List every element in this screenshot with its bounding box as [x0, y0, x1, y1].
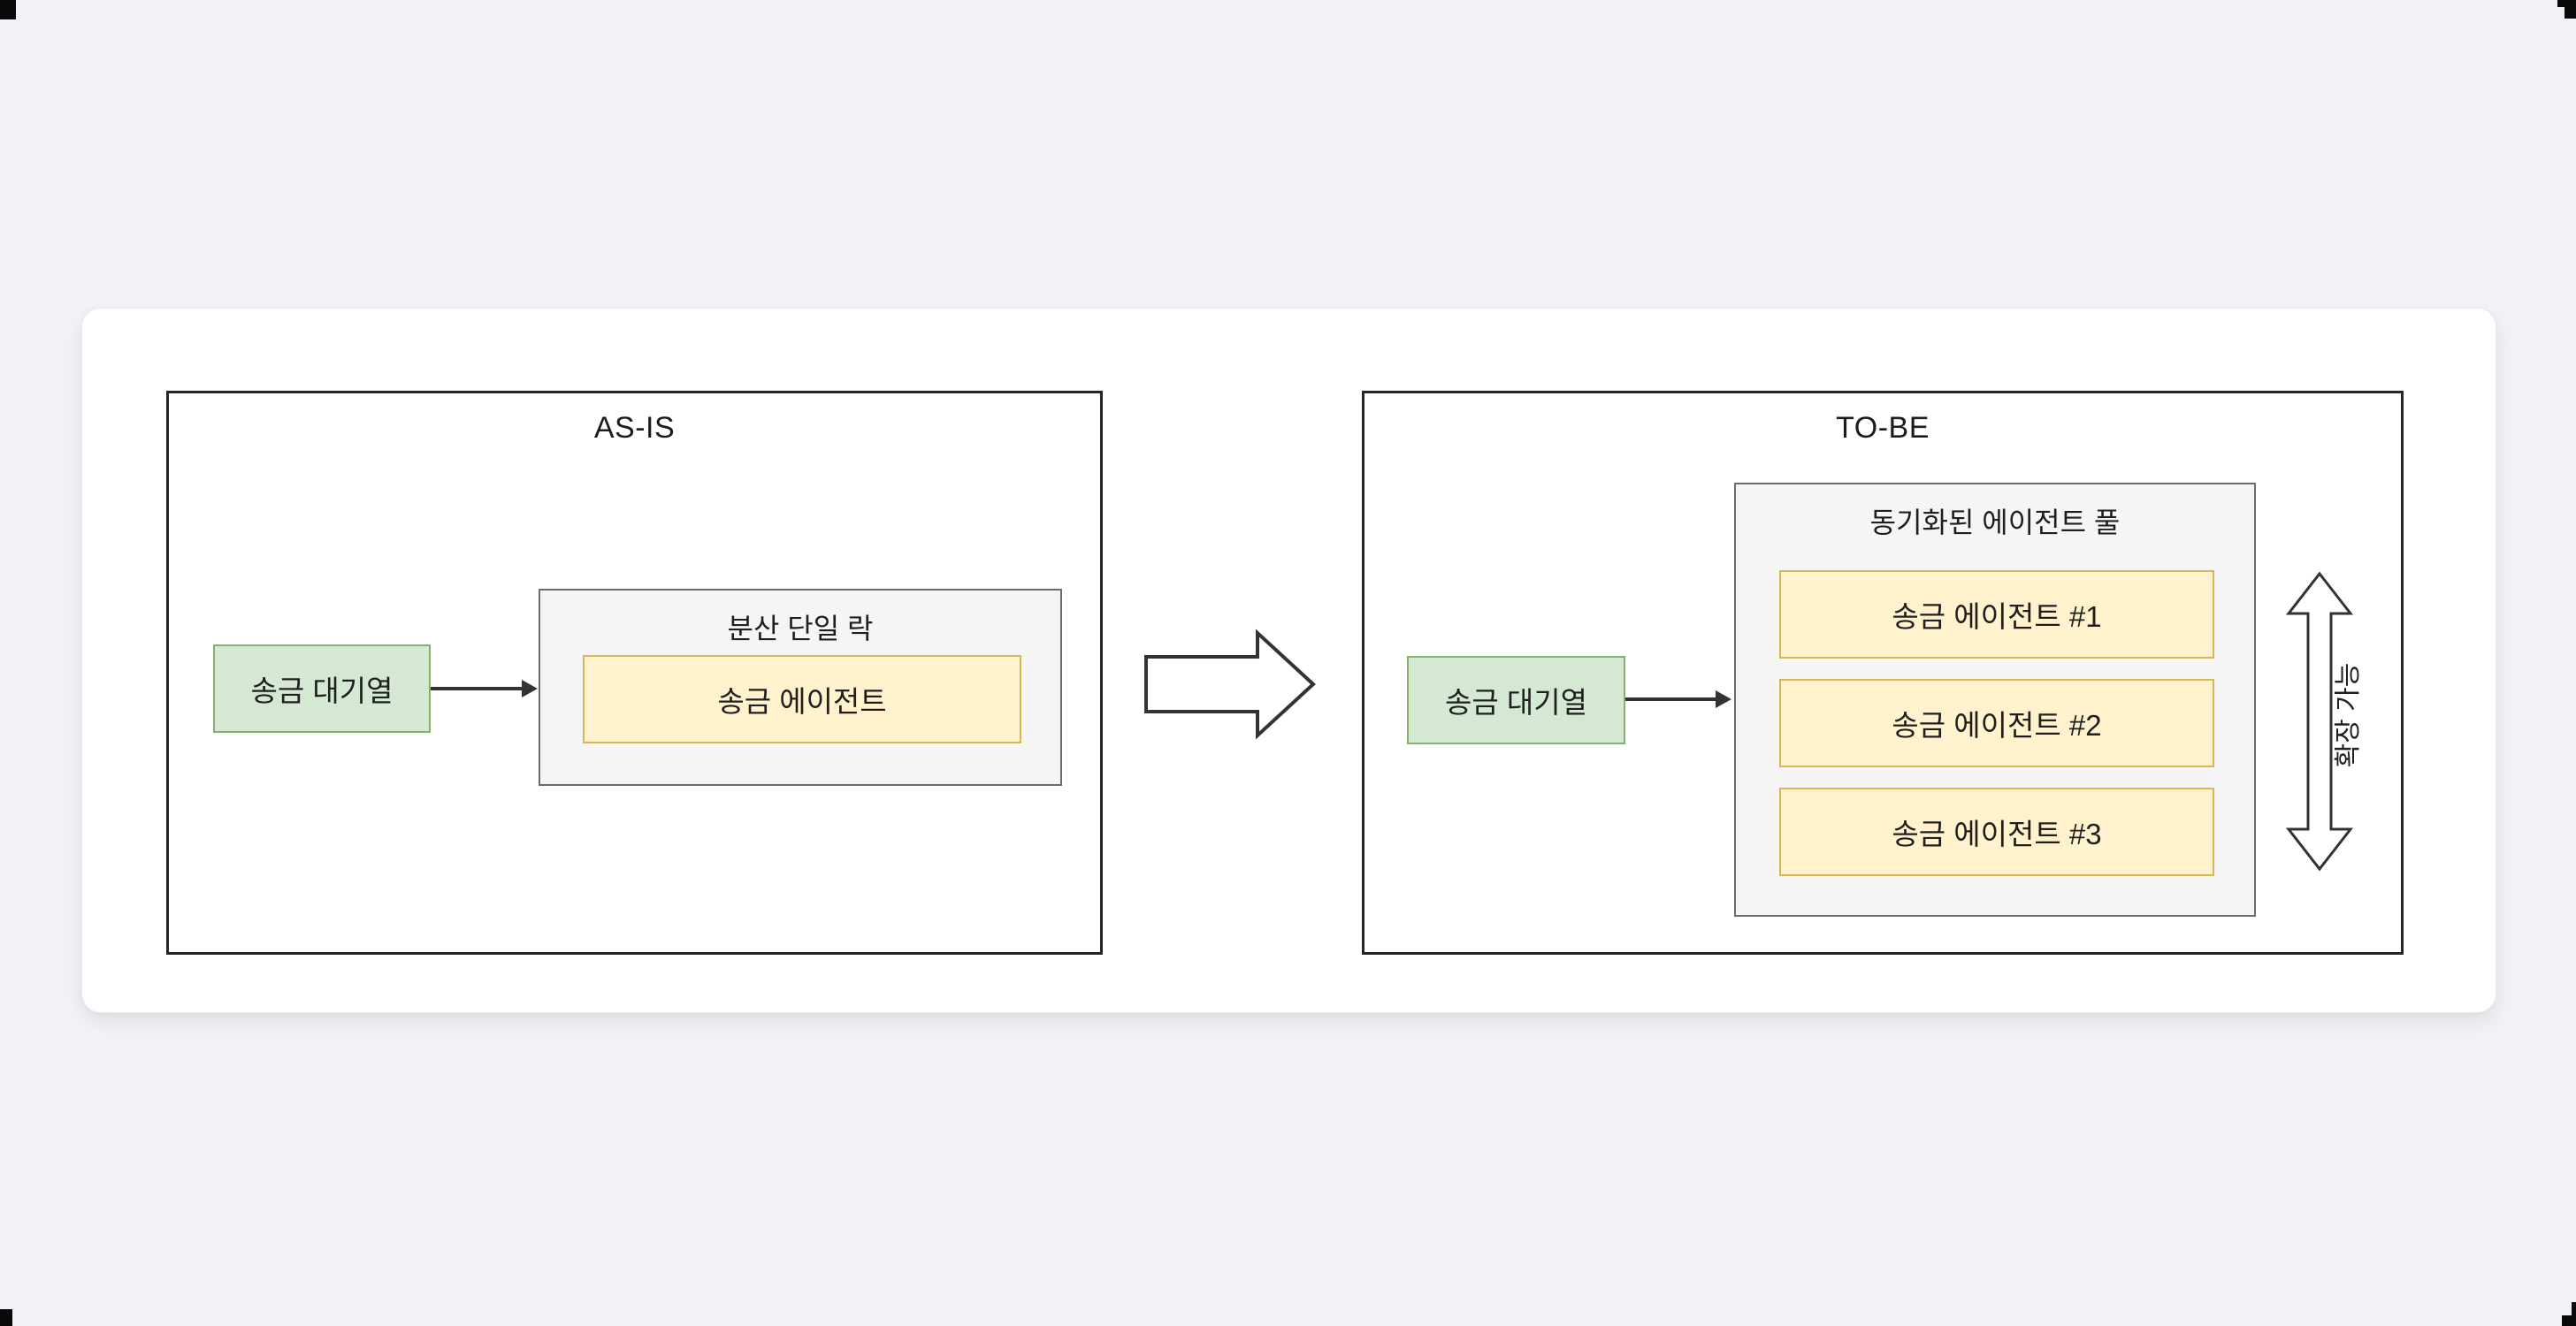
corner-artifact-top-left: [0, 0, 16, 19]
as-is-agent-label: 송금 에이전트: [717, 685, 887, 718]
panel-as-is: AS-IS 송금 대기열 분산 단일 락 송금 에이전트: [166, 391, 1103, 955]
to-be-agent-1-label: 송금 에이전트 #1: [1892, 600, 2102, 633]
to-be-queue-label: 송금 대기열: [1445, 686, 1587, 719]
to-be-agent-3-label: 송금 에이전트 #3: [1892, 818, 2102, 850]
as-is-flow-arrow-icon: [431, 675, 540, 702]
to-be-agent-node-2: 송금 에이전트 #2: [1779, 679, 2214, 767]
corner-artifact-top-right-2: [2557, 0, 2576, 7]
to-be-flow-arrow-icon: [1625, 686, 1734, 713]
to-be-agent-node-3: 송금 에이전트 #3: [1779, 788, 2214, 876]
as-is-title: AS-IS: [593, 411, 676, 445]
as-is-queue-label: 송금 대기열: [250, 674, 394, 707]
as-is-agent-node: 송금 에이전트: [583, 655, 1021, 743]
to-be-title: TO-BE: [1836, 411, 1930, 445]
corner-artifact-bottom-right: [2572, 1302, 2576, 1326]
to-be-queue-node: 송금 대기열: [1407, 656, 1625, 744]
scale-label: 확장 가능: [2334, 662, 2363, 768]
transform-arrow-icon: [1143, 629, 1318, 740]
as-is-lock-container: 분산 단일 락 송금 에이전트: [539, 589, 1062, 786]
as-is-queue-node: 송금 대기열: [213, 644, 431, 733]
corner-artifact-bottom-right-2: [2562, 1315, 2576, 1326]
panel-to-be: TO-BE 송금 대기열 동기화된 에이전트 풀 송금 에이전트 #1 송금 에…: [1362, 391, 2404, 955]
as-is-lock-title: 분산 단일 락: [727, 613, 874, 644]
to-be-pool-container: 동기화된 에이전트 풀 송금 에이전트 #1 송금 에이전트 #2 송금 에이전…: [1734, 483, 2256, 917]
corner-artifact-bottom-left: [0, 1309, 12, 1326]
to-be-agent-node-1: 송금 에이전트 #1: [1779, 570, 2214, 659]
to-be-pool-title: 동기화된 에이전트 풀: [1869, 507, 2121, 538]
to-be-agent-2-label: 송금 에이전트 #2: [1892, 709, 2102, 742]
scale-vertical-arrow-icon: [2286, 571, 2353, 872]
